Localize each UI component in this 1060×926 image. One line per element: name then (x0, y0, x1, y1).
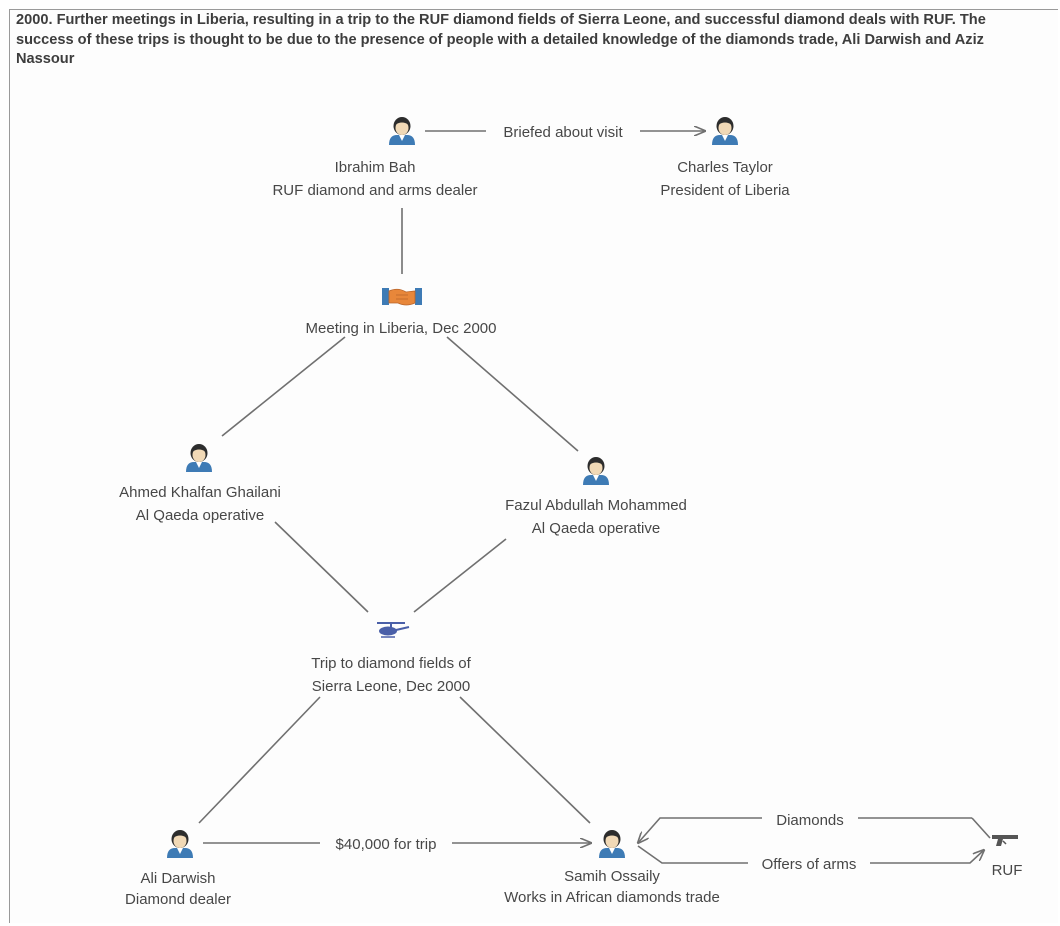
node-ossaily: Samih Ossaily Works in African diamonds … (504, 830, 720, 906)
helicopter-icon (377, 622, 410, 638)
gun-icon (992, 835, 1018, 846)
node-meeting: Meeting in Liberia, Dec 2000 (306, 288, 497, 337)
edge-meeting-fazul (446, 336, 579, 452)
edge-label-bg (748, 854, 870, 872)
node-name: Ibrahim Bah (335, 159, 416, 176)
edge-fazul-trip (413, 538, 507, 613)
edge-label-arms: Offers of arms (762, 856, 857, 873)
node-role: Works in African diamonds trade (504, 889, 720, 906)
diagram-frame (9, 9, 1058, 923)
handshake-icon (382, 288, 422, 306)
node-ibrahim: Ibrahim Bah RUF diamond and arms dealer (272, 117, 478, 199)
edge-ghailani-trip (274, 521, 369, 613)
node-role: Al Qaeda operative (136, 507, 264, 524)
edge-label-bg (762, 810, 858, 828)
node-role: President of Liberia (660, 182, 790, 199)
node-name: Trip to diamond fields of (311, 655, 471, 672)
edge-label-payment: $40,000 for trip (336, 836, 437, 853)
node-role: Diamond dealer (125, 891, 231, 908)
node-name: Ahmed Khalfan Ghailani (119, 484, 281, 501)
edge-label-diamonds: Diamonds (776, 812, 844, 829)
edge-label-briefed: Briefed about visit (503, 124, 623, 141)
edge-label-bg (320, 834, 452, 852)
edge-label-bg (486, 122, 640, 140)
node-name: Charles Taylor (677, 159, 773, 176)
node-name-2: Sierra Leone, Dec 2000 (312, 678, 470, 695)
node-darwish: Ali Darwish Diamond dealer (125, 830, 231, 908)
edge-trip-darwish (198, 696, 321, 824)
node-name: Ali Darwish (140, 870, 215, 887)
node-role: RUF diamond and arms dealer (272, 182, 477, 199)
node-ruf: RUF (992, 835, 1023, 879)
node-fazul: Fazul Abdullah Mohammed Al Qaeda operati… (505, 457, 687, 537)
person-icon (599, 830, 625, 858)
person-icon (583, 457, 609, 485)
edge-diamonds-tail (971, 817, 991, 839)
person-icon (167, 830, 193, 858)
edge-trip-ossaily (459, 696, 591, 824)
node-name: Samih Ossaily (564, 868, 660, 885)
person-icon (712, 117, 738, 145)
header-caption: 2000. Further meetings in Liberia, resul… (16, 12, 986, 67)
node-trip: Trip to diamond fields of Sierra Leone, … (311, 622, 472, 695)
node-ghailani: Ahmed Khalfan Ghailani Al Qaeda operativ… (119, 444, 281, 524)
edge-diamonds (638, 817, 972, 843)
node-name: Meeting in Liberia, Dec 2000 (306, 320, 497, 337)
node-role: Al Qaeda operative (532, 520, 660, 537)
edge-meeting-ghailani (221, 336, 346, 437)
person-icon (186, 444, 212, 472)
node-taylor: Charles Taylor President of Liberia (660, 117, 790, 199)
node-name: RUF (992, 862, 1023, 879)
node-name: Fazul Abdullah Mohammed (505, 497, 687, 514)
person-icon (389, 117, 415, 145)
